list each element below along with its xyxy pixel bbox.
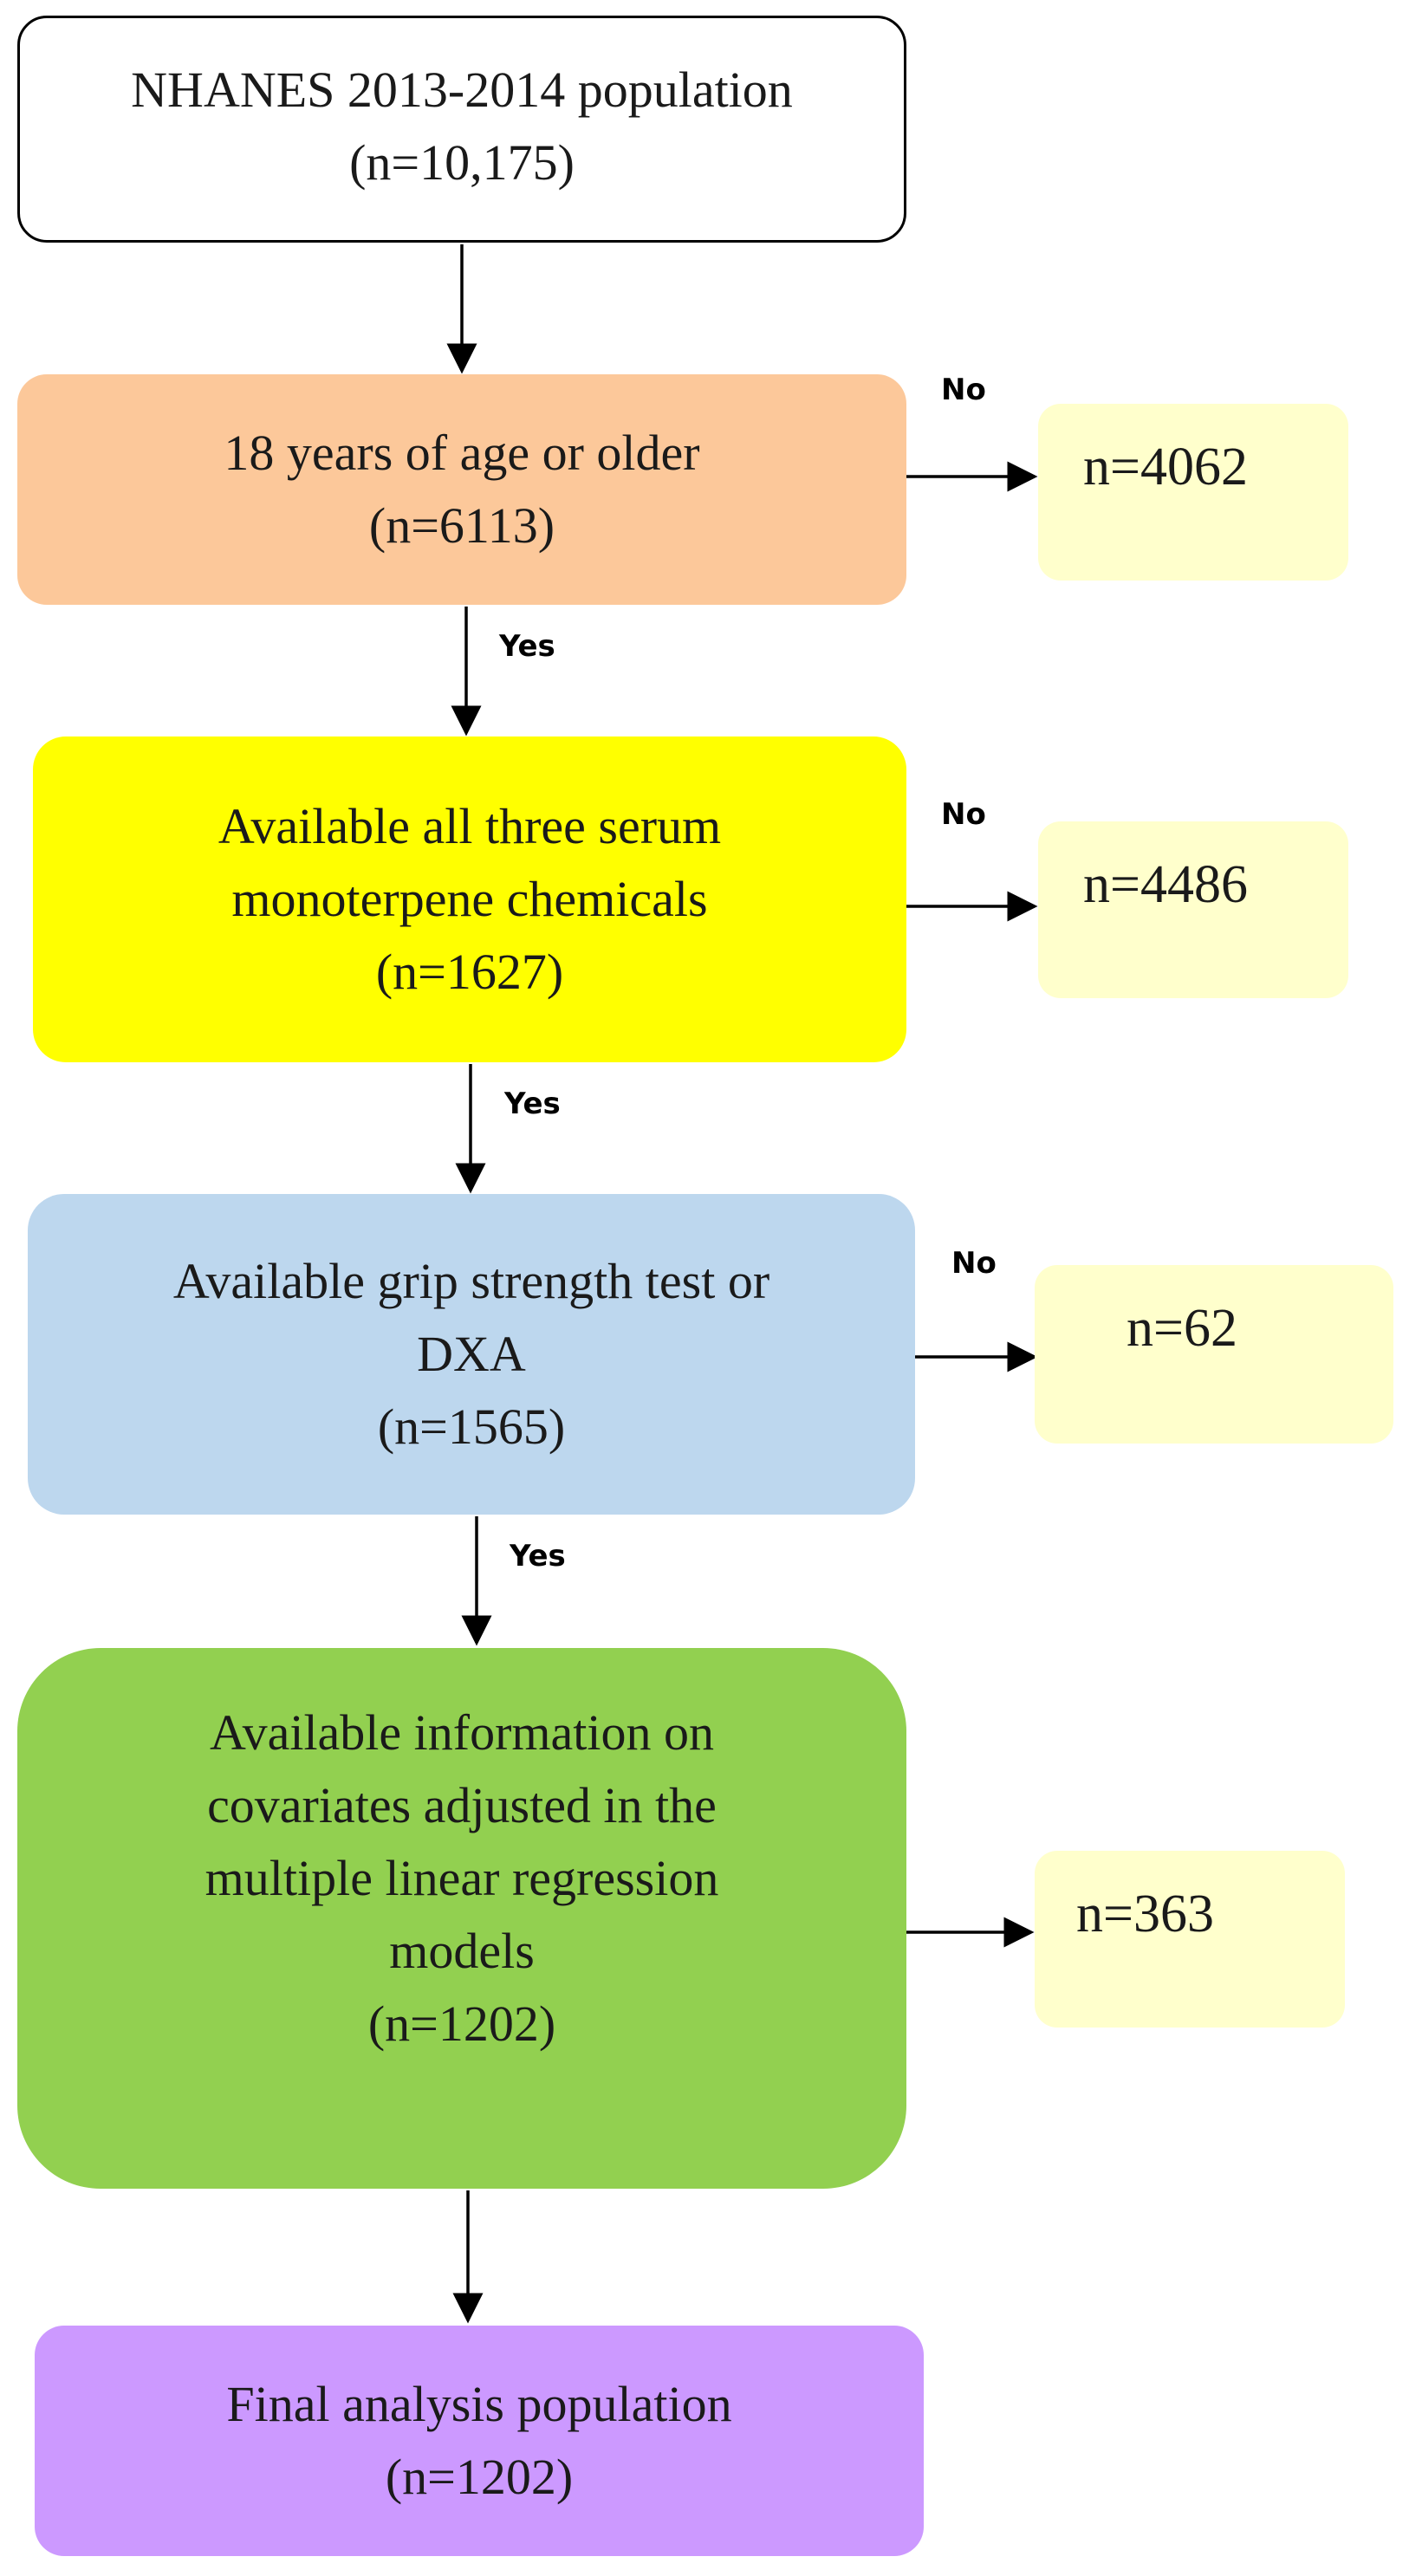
label-yes-age: Yes <box>499 629 555 664</box>
excluded-age-count: n=4062 <box>1083 438 1248 496</box>
box-grip-criterion-line-1: Available grip strength test or <box>172 1253 770 1309</box>
box-final-population-line-1: Final analysis population <box>226 2376 732 2432</box>
label-no-age: No <box>941 373 986 407</box>
excluded-serum-box: n=4486 <box>1038 821 1348 998</box>
box-serum-criterion-line-2: monoterpene chemicals <box>231 871 708 927</box>
box-age-criterion-line-2: (n=6113) <box>368 497 555 554</box>
excluded-covariates-count: n=363 <box>1076 1885 1214 1943</box>
box-covariates-criterion-line-4: models <box>389 1923 535 1979</box>
label-no-grip: No <box>951 1246 997 1281</box>
excluded-serum-count: n=4486 <box>1083 855 1248 914</box>
box-age-criterion: 18 years of age or older (n=6113) <box>17 374 906 605</box>
excluded-covariates-box: n=363 <box>1035 1851 1345 2028</box>
excluded-age-box: n=4062 <box>1038 404 1348 581</box>
box-serum-criterion-line-1: Available all three serum <box>218 798 722 854</box>
box-grip-criterion-line-2: DXA <box>417 1326 526 1382</box>
box-covariates-criterion-line-1: Available information on <box>210 1704 714 1761</box>
box-covariates-criterion-line-3: multiple linear regression <box>205 1850 719 1906</box>
excluded-grip-box: n=62 <box>1035 1265 1393 1444</box>
box-covariates-criterion-line-5: (n=1202) <box>367 1995 556 2052</box>
box-covariates-criterion: Available information on covariates adju… <box>17 1648 906 2189</box>
box-final-population-line-2: (n=1202) <box>385 2449 574 2505</box>
box-covariates-criterion-line-2: covariates adjusted in the <box>207 1777 717 1833</box>
box-serum-criterion-line-3: (n=1627) <box>375 944 564 1000</box>
box-age-criterion-line-1: 18 years of age or older <box>224 425 700 481</box>
box-serum-criterion: Available all three serum monoterpene ch… <box>33 736 906 1062</box>
excluded-grip-count: n=62 <box>1127 1299 1237 1358</box>
box-grip-criterion-line-3: (n=1565) <box>377 1398 566 1455</box>
box-nhanes-population-line-2: (n=10,175) <box>349 134 575 191</box>
label-yes-grip: Yes <box>510 1539 566 1574</box>
box-final-population: Final analysis population (n=1202) <box>35 2326 924 2556</box>
label-yes-serum: Yes <box>504 1087 561 1121</box>
box-nhanes-population: NHANES 2013-2014 population (n=10,175) <box>17 16 906 243</box>
box-grip-criterion: Available grip strength test or DXA (n=1… <box>28 1194 915 1515</box>
box-nhanes-population-line-1: NHANES 2013-2014 population <box>131 62 793 118</box>
label-no-serum: No <box>941 797 986 832</box>
